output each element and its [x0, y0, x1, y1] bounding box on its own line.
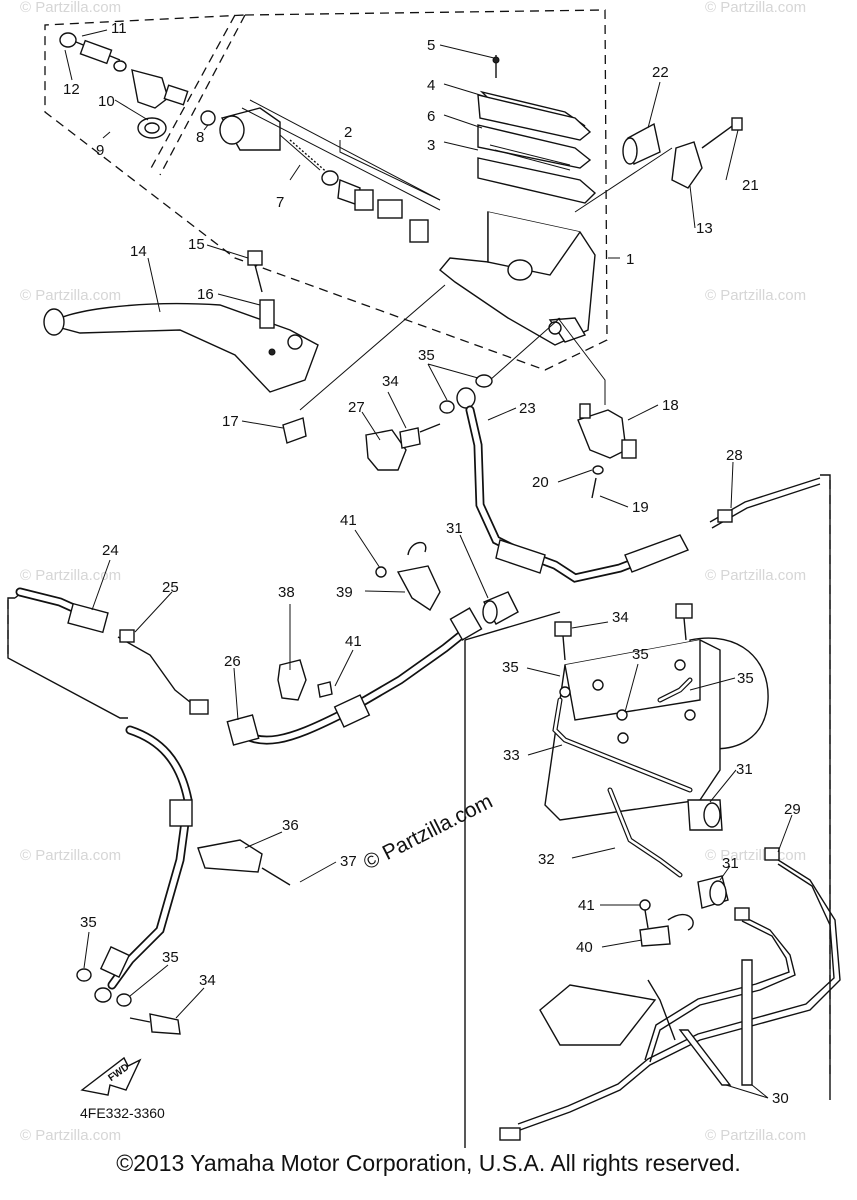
callout-39: 39 — [336, 584, 353, 601]
callout-35: 35 — [632, 646, 649, 663]
callout-15: 15 — [188, 236, 205, 253]
drawing-code: 4FE332-3360 — [80, 1105, 165, 1121]
watermark: © Partzilla.com — [705, 0, 806, 16]
callout-24: 24 — [102, 542, 119, 559]
watermark: © Partzilla.com — [20, 847, 121, 864]
callout-4: 4 — [427, 77, 435, 94]
callout-35: 35 — [502, 659, 519, 676]
callout-12: 12 — [63, 81, 80, 98]
callout-1: 1 — [626, 251, 634, 268]
callout-17: 17 — [222, 413, 239, 430]
callout-18: 18 — [662, 397, 679, 414]
assembly-outlines — [7, 9, 831, 1148]
abs-unit-group — [499, 603, 841, 1141]
watermarks: © Partzilla.com © Partzilla.com © Partzi… — [20, 0, 806, 1144]
callout-26: 26 — [224, 653, 241, 670]
watermark: © Partzilla.com — [705, 287, 806, 304]
callout-35: 35 — [737, 670, 754, 687]
leader-lines — [64, 29, 793, 1099]
callout-27: 27 — [348, 399, 365, 416]
forward-arrow-icon — [80, 1056, 142, 1096]
callout-34: 34 — [382, 373, 399, 390]
callout-labels: 1 2 3 4 5 6 7 8 9 10 11 12 13 14 15 16 1… — [63, 20, 801, 1107]
callout-7: 7 — [276, 194, 284, 211]
callout-41: 41 — [345, 633, 362, 650]
watermark: © Partzilla.com — [20, 0, 121, 16]
center-watermark: © Partzilla.com — [360, 790, 497, 875]
callout-14: 14 — [130, 243, 147, 260]
callout-19: 19 — [632, 499, 649, 516]
callout-8: 8 — [196, 129, 204, 146]
callout-10: 10 — [98, 93, 115, 110]
callout-36: 36 — [282, 817, 299, 834]
callout-35: 35 — [162, 949, 179, 966]
callout-31: 31 — [446, 520, 463, 537]
callout-34: 34 — [199, 972, 216, 989]
callout-41: 41 — [578, 897, 595, 914]
callout-5: 5 — [427, 37, 435, 54]
callout-11: 11 — [111, 20, 127, 37]
callout-32: 32 — [538, 851, 555, 868]
callout-33: 33 — [503, 747, 520, 764]
callout-31: 31 — [722, 855, 739, 872]
callout-35: 35 — [418, 347, 435, 364]
callout-21: 21 — [742, 177, 759, 194]
callout-41: 41 — [340, 512, 357, 529]
callout-34: 34 — [612, 609, 629, 626]
callout-9: 9 — [96, 142, 104, 159]
callout-37: 37 — [340, 853, 357, 870]
watermark: © Partzilla.com — [20, 287, 121, 304]
callout-35: 35 — [80, 914, 97, 931]
left-hose-group: FWD — [15, 587, 483, 1096]
callout-22: 22 — [652, 64, 669, 81]
callout-40: 40 — [576, 939, 593, 956]
copyright-notice: ©2013 Yamaha Motor Corporation, U.S.A. A… — [116, 1150, 741, 1176]
watermark: © Partzilla.com — [20, 1127, 121, 1144]
watermark: © Partzilla.com — [705, 1127, 806, 1144]
callout-2: 2 — [344, 124, 352, 141]
watermark: © Partzilla.com — [705, 567, 806, 584]
callout-38: 38 — [278, 584, 295, 601]
callout-23: 23 — [519, 400, 536, 417]
callout-16: 16 — [197, 286, 214, 303]
callout-25: 25 — [162, 579, 179, 596]
master-cylinder-group — [43, 32, 743, 444]
callout-20: 20 — [532, 474, 549, 491]
watermark: © Partzilla.com — [705, 847, 806, 864]
callout-28: 28 — [726, 447, 743, 464]
callout-30: 30 — [772, 1090, 789, 1107]
left-hose-bracket-outline — [7, 591, 128, 719]
master-cylinder-assembly-outline — [44, 9, 608, 371]
callout-31: 31 — [736, 761, 753, 778]
middle-group — [365, 374, 821, 625]
callout-3: 3 — [427, 137, 435, 154]
callout-13: 13 — [696, 220, 713, 237]
callout-6: 6 — [427, 108, 435, 125]
watermark: © Partzilla.com — [20, 567, 121, 584]
callout-29: 29 — [784, 801, 801, 818]
